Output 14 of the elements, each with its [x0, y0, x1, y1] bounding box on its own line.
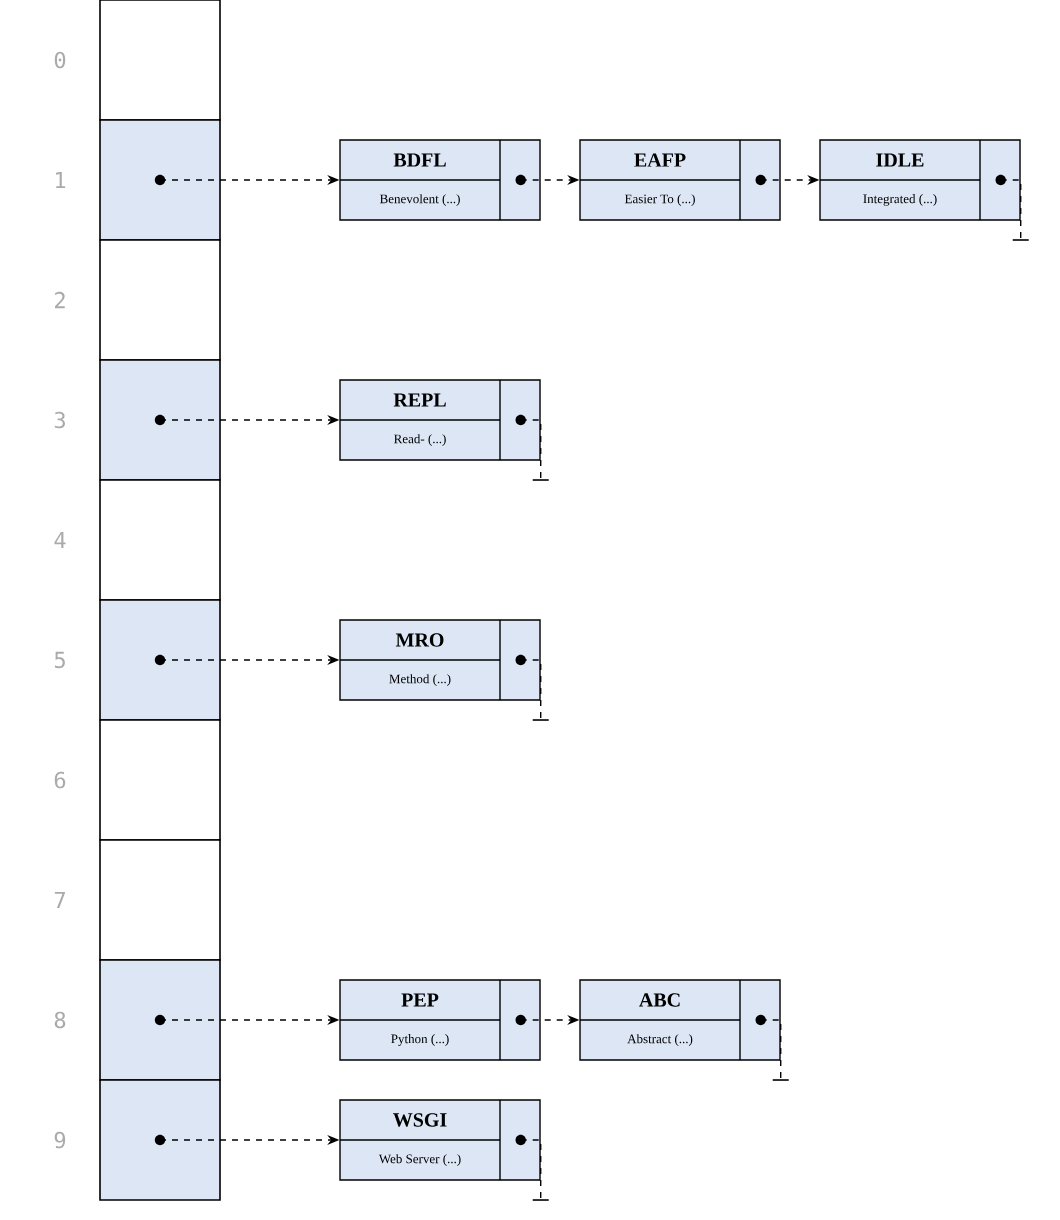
index-label: 1 [56, 172, 66, 188]
index-label: 8 [54, 1011, 66, 1029]
index-label: 4 [54, 532, 66, 548]
index-label: 0 [54, 51, 66, 69]
arrow [520, 419, 542, 481]
index-label: 7 [54, 892, 65, 909]
index-label: 6 [54, 771, 66, 789]
arrow [520, 1139, 542, 1201]
arrow [760, 1019, 782, 1081]
index-label: 3 [54, 411, 65, 429]
arrow [520, 659, 542, 721]
index-label: 9 [54, 1131, 66, 1149]
index-label: 5 [54, 651, 65, 669]
index-label: 2 [55, 291, 65, 309]
